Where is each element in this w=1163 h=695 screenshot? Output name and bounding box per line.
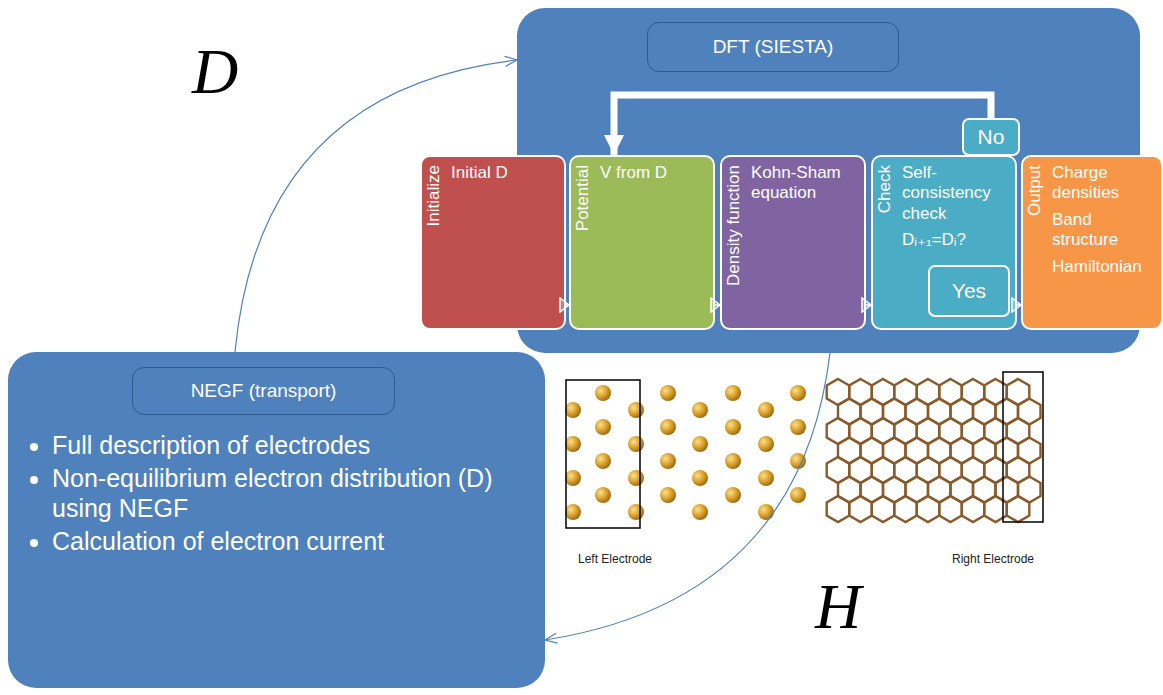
- gold-atoms: [565, 385, 806, 520]
- density-step: Density functionKohn-Sham equation: [720, 155, 866, 330]
- step-text: Charge densities: [1050, 157, 1161, 204]
- connector: [715, 304, 720, 306]
- gold-atom: [692, 402, 708, 418]
- step-label: Potential: [571, 157, 595, 328]
- carbon-ring: [872, 496, 895, 522]
- gold-atom: [725, 385, 741, 401]
- edge-label: D: [192, 40, 238, 104]
- gold-atom: [725, 487, 741, 503]
- gold-atom: [595, 453, 611, 469]
- left-electrode-frame: [566, 380, 640, 528]
- step-text: Self-consistency check: [900, 157, 1015, 224]
- gold-atom: [628, 504, 644, 520]
- gold-atom: [790, 453, 806, 469]
- carbon-ring: [827, 496, 850, 522]
- step-label: Density function: [722, 157, 746, 328]
- step-text: Band structure: [1050, 204, 1161, 251]
- connector: [545, 353, 830, 640]
- connector: [235, 60, 517, 352]
- step-label: Check: [873, 157, 897, 328]
- bullet-item: Calculation of electron current: [52, 526, 531, 557]
- gold-atom: [595, 385, 611, 401]
- dft-panel: DFT (SIESTA)InitializeInitial DPotential…: [517, 8, 1140, 353]
- step-text: Hamiltonian: [1050, 251, 1161, 277]
- negf-panel: NEGF (transport) Full description of elec…: [8, 352, 545, 688]
- gold-atom: [565, 504, 581, 520]
- gold-atom: [758, 436, 774, 452]
- gold-atom: [565, 436, 581, 452]
- carbon-ring: [917, 496, 940, 522]
- gold-atom: [790, 419, 806, 435]
- gold-atom: [660, 453, 676, 469]
- no-box: No: [962, 118, 1020, 156]
- carbon-ring: [939, 496, 962, 522]
- yes-box: Yes: [928, 265, 1010, 317]
- gold-atom: [660, 419, 676, 435]
- connector: [866, 304, 871, 306]
- connector: [566, 304, 569, 306]
- bullet-item: Full description of electrodes: [52, 430, 531, 461]
- carbon-ring: [894, 496, 917, 522]
- gold-atom: [758, 504, 774, 520]
- step-label: Output: [1023, 157, 1047, 328]
- connector: [1017, 304, 1021, 306]
- potential-step: PotentialV from D: [569, 155, 715, 330]
- edge-label: H: [815, 575, 861, 639]
- step-text: Initial D: [449, 157, 564, 183]
- gold-atom: [692, 504, 708, 520]
- output-step: OutputCharge densitiesBand structureHami…: [1021, 155, 1163, 330]
- gold-atom: [692, 436, 708, 452]
- step-text: V from D: [598, 157, 713, 183]
- carbon-ring: [1007, 496, 1030, 522]
- bullet-list: Full description of electrodesNon-equili…: [22, 430, 531, 558]
- carbon-ring: [849, 496, 872, 522]
- step-label: Initialize: [422, 157, 446, 328]
- gold-atom: [628, 470, 644, 486]
- gold-atom: [692, 470, 708, 486]
- gold-atom: [758, 470, 774, 486]
- branch-label: Yes: [952, 279, 986, 303]
- gold-atom: [565, 470, 581, 486]
- panel-title: DFT (SIESTA): [647, 22, 899, 72]
- initialize-step: InitializeInitial D: [420, 155, 566, 330]
- gold-atom: [595, 487, 611, 503]
- gold-atom: [595, 419, 611, 435]
- right-electrode-frame: [1003, 372, 1043, 522]
- step-text: Kohn-Sham equation: [749, 157, 864, 204]
- gold-atom: [660, 385, 676, 401]
- gold-atom: [758, 402, 774, 418]
- step-text: Dᵢ₊₁=Dᵢ?: [900, 224, 1015, 250]
- nanotube-lattice: [827, 379, 1041, 522]
- branch-label: No: [978, 125, 1005, 149]
- gold-atom: [725, 453, 741, 469]
- gold-atom: [660, 487, 676, 503]
- gold-atom: [790, 385, 806, 401]
- check-step: CheckSelf-consistency checkDᵢ₊₁=Dᵢ? Yes: [871, 155, 1017, 330]
- gold-atom: [628, 402, 644, 418]
- carbon-ring: [962, 496, 985, 522]
- gold-atom: [790, 487, 806, 503]
- electrode-label: Right Electrode: [952, 552, 1034, 566]
- panel-title: NEGF (transport): [132, 367, 395, 415]
- gold-atom: [628, 436, 644, 452]
- bullet-item: Non-equilibrium electron distribution (D…: [52, 463, 531, 524]
- gold-atom: [725, 419, 741, 435]
- gold-atom: [565, 402, 581, 418]
- electrode-label: Left Electrode: [578, 552, 652, 566]
- connector: [614, 95, 991, 155]
